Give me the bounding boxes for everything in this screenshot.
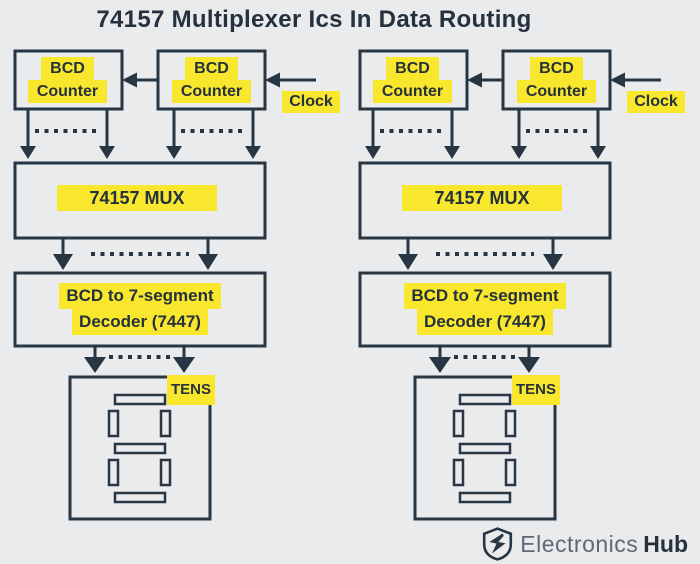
bcd-counter-right-label: BCD Counter: [503, 57, 610, 103]
bcd-counter-left-label-line2: Counter: [372, 80, 453, 103]
circuit-diagram-graphics: [358, 49, 661, 521]
bcd-counter-left-label-line1: BCD: [386, 57, 439, 80]
decoder-box: [358, 271, 612, 348]
decoder-to-display-arrows: [84, 346, 195, 373]
mux-box: [13, 161, 267, 240]
routing-column-left: BCD Counter BCD Counter Clock 74157 MUX …: [13, 0, 345, 530]
mux-label: 74157 MUX: [402, 185, 562, 211]
display-box: [68, 375, 212, 521]
mux-box: [358, 161, 612, 240]
electronics-hub-shield-icon: [483, 527, 513, 561]
display-tens-label: TENS: [167, 375, 216, 405]
decoder-label-line2: Decoder (7447): [72, 309, 208, 335]
mux-to-decoder-arrows: [398, 238, 563, 270]
bcd-counter-right-label-line2: Counter: [516, 80, 597, 103]
clock-label: Clock: [282, 91, 340, 113]
display-tens-label: TENS: [512, 375, 561, 405]
decoder-box: [13, 271, 267, 348]
counter-carry-arrow: [467, 72, 503, 88]
clock-arrow: [610, 72, 661, 88]
decoder-to-display-arrows: [429, 346, 540, 373]
bcd-counter-left-label-line2: Counter: [27, 80, 108, 103]
clock-arrow: [265, 72, 316, 88]
bcd-counter-right-label: BCD Counter: [158, 57, 265, 103]
seven-segment-display-figure: [107, 393, 172, 504]
counter-to-mux-arrows: [20, 109, 261, 159]
bcd-counter-left-label-line1: BCD: [41, 57, 94, 80]
bcd-counter-left-label: BCD Counter: [360, 57, 465, 103]
decoder-label: BCD to 7-segment Decoder (7447): [360, 283, 610, 335]
decoder-label: BCD to 7-segment Decoder (7447): [15, 283, 265, 335]
logo-text-regular: Electronics: [520, 530, 639, 557]
circuit-diagram-graphics: [13, 49, 316, 521]
routing-column-right: BCD Counter BCD Counter Clock 74157 MUX …: [358, 0, 690, 530]
decoder-label-line1: BCD to 7-segment: [59, 283, 221, 309]
seven-segment-display-figure: [452, 393, 517, 504]
decoder-label-line2: Decoder (7447): [417, 309, 553, 335]
bcd-counter-left-label: BCD Counter: [15, 57, 120, 103]
display-box: [413, 375, 557, 521]
mux-to-decoder-arrows: [53, 238, 218, 270]
logo-text-bold: Hub: [643, 530, 688, 557]
bcd-counter-right-label-line1: BCD: [185, 57, 238, 80]
decoder-label-line1: BCD to 7-segment: [404, 283, 566, 309]
clock-label: Clock: [627, 91, 685, 113]
mux-label: 74157 MUX: [57, 185, 217, 211]
bcd-counter-right-label-line2: Counter: [171, 80, 252, 103]
counter-to-mux-arrows: [365, 109, 606, 159]
counter-carry-arrow: [122, 72, 158, 88]
diagram-title: 74157 Multiplexer Ics In Data Routing: [96, 6, 532, 33]
bcd-counter-right-label-line1: BCD: [530, 57, 583, 80]
